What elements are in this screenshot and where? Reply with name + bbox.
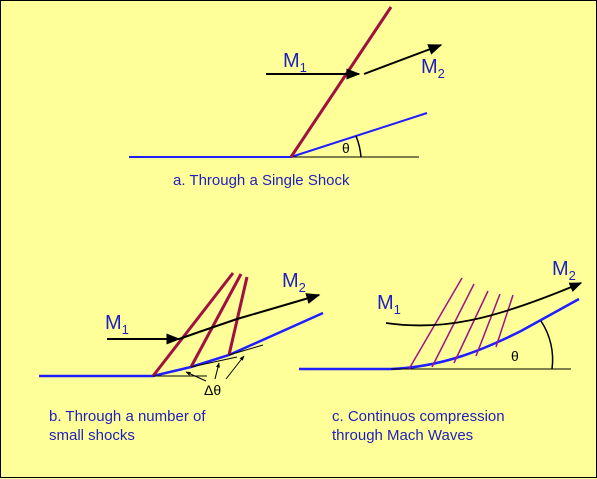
mach-wave-4 <box>475 293 501 357</box>
delta-theta-pointer-1 <box>185 371 207 382</box>
theta-label-a: θ <box>342 140 350 156</box>
mach1-label-c: M1 <box>377 292 401 317</box>
caption-b-line2: small shocks <box>49 427 135 444</box>
flow-segment-b2 <box>198 318 238 333</box>
wall-ramp-a <box>290 112 428 158</box>
delta-theta-pointer-2 <box>214 362 220 380</box>
caption-c-line1: c. Continuos compression <box>332 408 505 425</box>
flow-segment-b1 <box>178 331 200 340</box>
small-shock-3 <box>227 276 249 356</box>
theta-label-c: θ <box>511 348 519 364</box>
caption-c-line2: through Mach Waves <box>332 427 474 444</box>
mach1-label-a: M1 <box>283 50 307 75</box>
small-shock-2 <box>189 273 243 368</box>
shock-wave-a <box>289 6 393 158</box>
mach2-label-b: M2 <box>282 270 306 295</box>
caption-a: a. Through a Single Shock <box>173 172 350 189</box>
delta-theta-pointer-3 <box>225 355 245 380</box>
panel-a: M1 M2 θ <box>129 6 445 158</box>
flow-arrow-m2-a <box>363 44 443 75</box>
wall-b <box>39 311 324 378</box>
small-shock-1 <box>151 272 235 377</box>
delta-theta-label: Δθ <box>204 382 221 398</box>
mach-wave-1 <box>408 277 463 370</box>
wall-curve-c <box>299 297 580 371</box>
caption-b-line1: b. Through a number of <box>49 408 206 425</box>
streamline-c <box>385 282 583 327</box>
ref-line-b3 <box>228 344 264 356</box>
mach-wave-5 <box>495 294 514 348</box>
mach2-label-a: M2 <box>421 56 445 81</box>
flow-arrow-m2-b <box>236 293 321 320</box>
angle-arc-a <box>355 135 362 158</box>
mach1-label-b: M1 <box>105 312 129 337</box>
mach-wave-2 <box>431 283 475 368</box>
angle-arc-c <box>540 320 554 370</box>
panel-b: M1 M2 Δθ <box>39 270 324 398</box>
mach2-label-c: M2 <box>552 258 576 283</box>
ref-line-b2 <box>190 356 238 368</box>
panel-c: M1 M2 θ <box>299 258 583 371</box>
mach-wave-3 <box>453 290 489 364</box>
